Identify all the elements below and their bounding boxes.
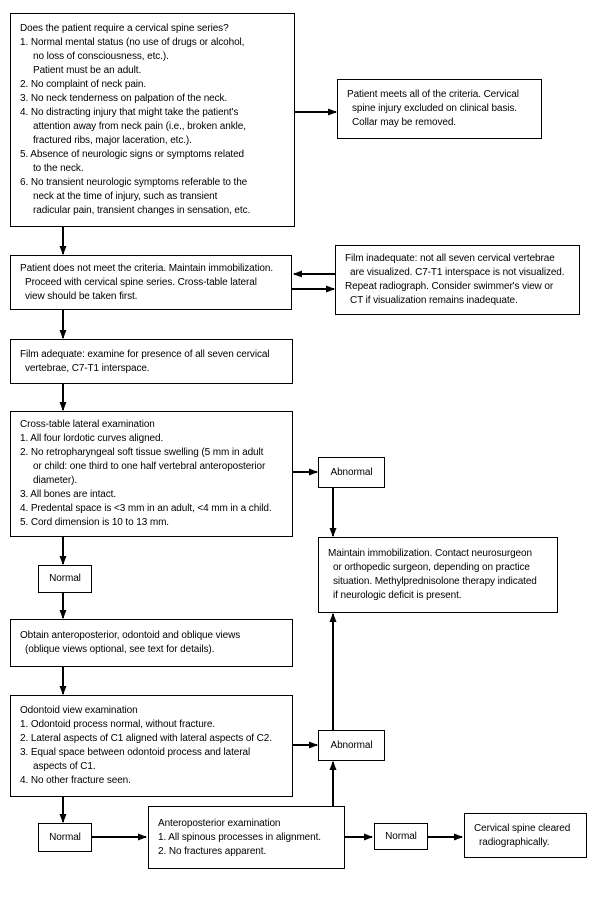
text-line: Patient must be an adult.: [33, 65, 142, 76]
text-line: vertebrae, C7-T1 interspace.: [25, 362, 150, 374]
box-obtain-views: Obtain anteroposterior, odontoid and obl…: [10, 619, 293, 667]
box-abnormal-1: Abnormal: [318, 457, 385, 488]
text-line: situation. Methylprednisolone therapy in…: [333, 576, 537, 587]
normal-label: Normal: [49, 831, 81, 843]
text-line: neck at the time of injury, such as tran…: [33, 191, 218, 202]
text-line: Maintain immobilization. Contact neurosu…: [328, 548, 532, 559]
text-line: spine injury excluded on clinical basis.: [352, 103, 517, 114]
text-line: Collar may be removed.: [352, 117, 456, 128]
text-line: 4. No other fracture seen.: [20, 775, 131, 786]
text-line: 4. No distracting injury that might take…: [20, 107, 239, 118]
text-line: Cervical spine cleared: [474, 822, 571, 834]
text-line: Anteroposterior examination: [158, 817, 281, 829]
text-line: CT if visualization remains inadequate.: [350, 295, 518, 306]
box-abnormal-2: Abnormal: [318, 730, 385, 761]
text-line: Proceed with cervical spine series. Cros…: [25, 276, 257, 288]
text-line: aspects of C1.: [33, 761, 96, 772]
text-line: if neurologic deficit is present.: [333, 590, 462, 601]
text-line: or orthopedic surgeon, depending on prac…: [333, 562, 530, 573]
text-line: Cross-table lateral examination: [20, 419, 155, 430]
text-line: 1. All spinous processes in alignment.: [158, 831, 321, 843]
box-patient-does-not-meet-criteria: Patient does not meet the criteria. Main…: [10, 255, 292, 310]
text-line: 3. All bones are intact.: [20, 489, 116, 500]
text-line: 2. No complaint of neck pain.: [20, 79, 147, 90]
text-line: (oblique views optional, see text for de…: [25, 644, 215, 655]
box-normal-3: Normal: [374, 823, 428, 850]
text-line: 5. Absence of neurologic signs or sympto…: [20, 149, 245, 160]
text-line: 3. Equal space between odontoid process …: [20, 747, 251, 758]
text-line: to the neck.: [33, 163, 84, 174]
box-normal-2: Normal: [38, 823, 92, 852]
text-line: or child: one third to one half vertebra…: [33, 461, 266, 472]
text-line: Odontoid view examination: [20, 705, 138, 716]
text-line: 3. No neck tenderness on palpation of th…: [20, 93, 228, 104]
text-line: 5. Cord dimension is 10 to 13 mm.: [20, 517, 169, 528]
text-line: Obtain anteroposterior, odontoid and obl…: [20, 630, 241, 641]
text-line: diameter).: [33, 475, 78, 486]
text-line: 6. No transient neurologic symptoms refe…: [20, 177, 248, 188]
text-line: Does the patient require a cervical spin…: [20, 23, 229, 34]
normal-label: Normal: [49, 573, 81, 584]
text-line: no loss of consciousness, etc.).: [33, 51, 169, 62]
abnormal-label: Abnormal: [330, 739, 373, 751]
text-line: view should be taken first.: [25, 290, 138, 302]
box-film-adequate: Film adequate: examine for presence of a…: [10, 339, 293, 384]
normal-label: Normal: [385, 830, 417, 842]
text-line: 2. No fractures apparent.: [158, 845, 267, 857]
text-line: Film adequate: examine for presence of a…: [20, 348, 270, 360]
text-line: radicular pain, transient changes in sen…: [33, 205, 251, 216]
box-patient-meets-criteria: Patient meets all of the criteria. Cervi…: [337, 79, 542, 139]
text-line: 1. All four lordotic curves aligned.: [20, 433, 164, 444]
text-line: fractured ribs, major laceration, etc.).: [33, 135, 192, 146]
text-line: Patient meets all of the criteria. Cervi…: [347, 89, 519, 100]
abnormal-label: Abnormal: [330, 466, 373, 478]
text-line: 2. No retropharyngeal soft tissue swelli…: [20, 447, 264, 458]
text-line: 4. Predental space is <3 mm in an adult,…: [20, 503, 272, 514]
text-line: are visualized. C7-T1 interspace is not …: [350, 267, 565, 278]
text-line: Film inadequate: not all seven cervical …: [345, 253, 555, 264]
text-line: radiographically.: [479, 836, 550, 848]
text-line: Repeat radiograph. Consider swimmer's vi…: [345, 281, 554, 292]
text-line: 1. Normal mental status (no use of drugs…: [20, 37, 245, 48]
text-line: 1. Odontoid process normal, without frac…: [20, 719, 216, 730]
text-line: attention away from neck pain (i.e., bro…: [33, 121, 246, 132]
box-maintain-immobilization: Maintain immobilization. Contact neurosu…: [318, 537, 558, 613]
box-film-inadequate: Film inadequate: not all seven cervical …: [335, 245, 580, 315]
box-odontoid-view-exam: Odontoid view examination 1. Odontoid pro…: [10, 695, 293, 797]
text-line: Patient does not meet the criteria. Main…: [20, 262, 274, 274]
box-normal-1: Normal: [38, 565, 92, 593]
box-criteria-question: Does the patient require a cervical spin…: [10, 13, 295, 227]
box-anteroposterior-exam: Anteroposterior examination 1. All spinou…: [148, 806, 345, 869]
box-cervical-spine-cleared: Cervical spine cleared radiographically.: [464, 813, 587, 858]
box-cross-table-lateral-exam: Cross-table lateral examination 1. All fo…: [10, 411, 293, 537]
text-line: 2. Lateral aspects of C1 aligned with la…: [20, 733, 272, 744]
